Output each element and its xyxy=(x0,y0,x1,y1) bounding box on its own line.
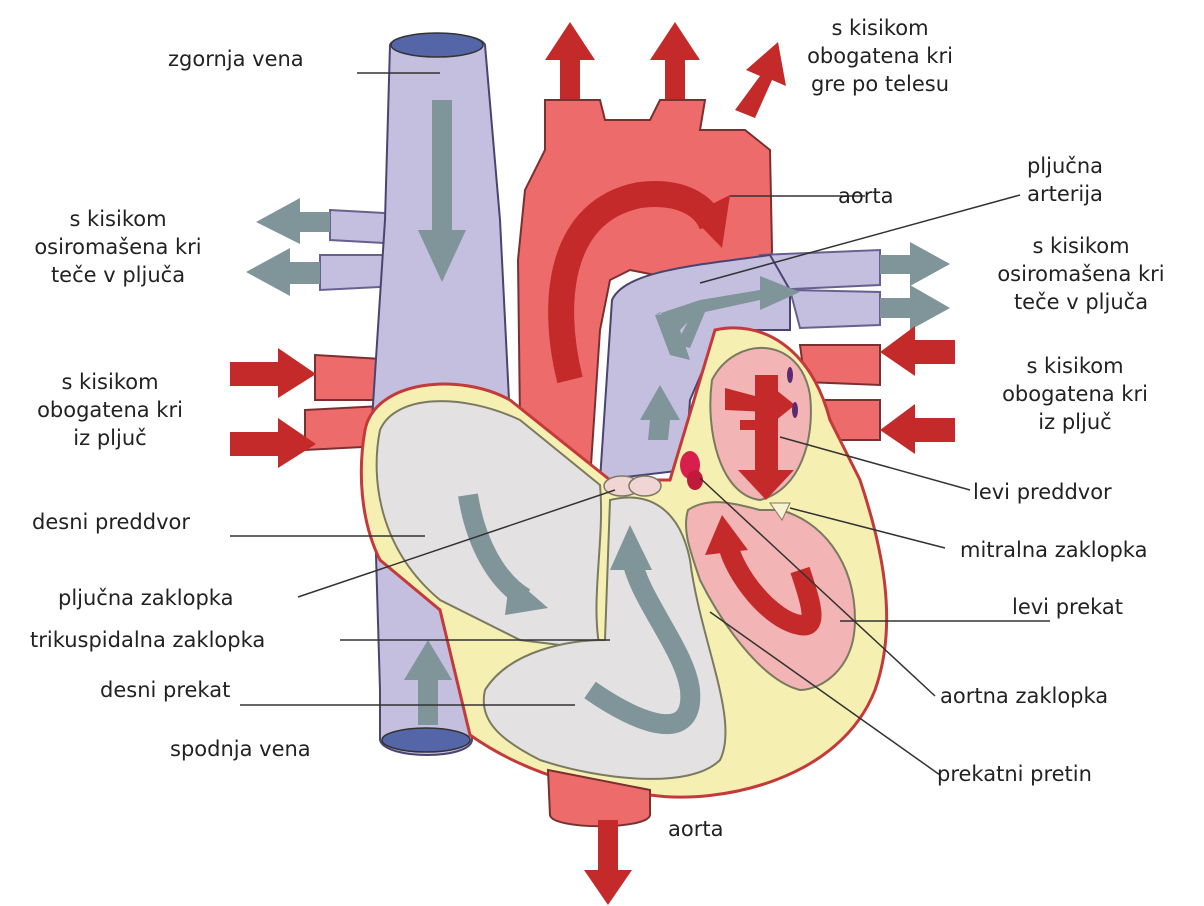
label-right-atrium: desni preddvor xyxy=(32,508,190,536)
label-mitral-valve: mitralna zaklopka xyxy=(960,536,1147,564)
label-oxy-from-lungs-right-line1: s kisikom xyxy=(975,352,1175,380)
label-inferior-vena: spodnja vena xyxy=(170,735,311,763)
label-oxy-from-lungs-left-line1: s kisikom xyxy=(10,368,210,396)
label-deoxy-lungs-right-line2: osiromašena kri xyxy=(968,260,1194,288)
label-oxy-from-lungs-right-line3: iz pljuč xyxy=(975,408,1175,436)
label-deoxy-lungs-right-line3: teče v pljuča xyxy=(968,288,1194,316)
label-oxygenated-body-line3: gre po telesu xyxy=(780,70,980,98)
label-deoxy-lungs-left-line3: teče v pljuča xyxy=(8,261,228,289)
label-left-ventricle: levi prekat xyxy=(1012,593,1123,621)
label-oxygenated-body-line1: s kisikom xyxy=(780,14,980,42)
label-tricuspid-valve: trikuspidalna zaklopka xyxy=(30,626,265,654)
label-oxygenated-body: s kisikom obogatena kri gre po telesu xyxy=(780,14,980,98)
label-superior-vena: zgornja vena xyxy=(168,45,304,73)
superior-vena-cap xyxy=(391,33,483,57)
inferior-vena-cap xyxy=(382,728,470,752)
label-aortic-valve: aortna zaklopka xyxy=(940,682,1108,710)
label-oxy-from-lungs-right: s kisikom obogatena kri iz pljuč xyxy=(975,352,1175,436)
label-septum: prekatni pretin xyxy=(937,760,1092,788)
label-right-ventricle: desni prekat xyxy=(100,676,230,704)
label-pulmonary-artery-line2: arterija xyxy=(1000,180,1130,208)
label-deoxy-lungs-left-line1: s kisikom xyxy=(8,205,228,233)
label-oxy-from-lungs-left: s kisikom obogatena kri iz pljuč xyxy=(10,368,210,452)
label-pulmonary-artery: pljučna arterija xyxy=(1000,152,1130,208)
aorta-descending-arrow xyxy=(584,820,632,905)
label-oxy-from-lungs-left-line2: obogatena kri xyxy=(10,396,210,424)
label-oxy-from-lungs-left-line3: iz pljuč xyxy=(10,424,210,452)
label-aorta-top: aorta xyxy=(838,182,893,210)
label-pulmonary-artery-line1: pljučna xyxy=(1000,152,1130,180)
label-left-atrium: levi preddvor xyxy=(973,478,1112,506)
label-aorta-bottom: aorta xyxy=(668,815,723,843)
label-oxy-from-lungs-right-line2: obogatena kri xyxy=(975,380,1175,408)
label-deoxy-lungs-left-line2: osiromašena kri xyxy=(8,233,228,261)
label-pulmonary-valve: pljučna zaklopka xyxy=(58,584,233,612)
label-deoxy-lungs-right: s kisikom osiromašena kri teče v pljuča xyxy=(968,232,1194,316)
label-oxygenated-body-line2: obogatena kri xyxy=(780,42,980,70)
label-deoxy-lungs-left: s kisikom osiromašena kri teče v pljuča xyxy=(8,205,228,289)
label-deoxy-lungs-right-line1: s kisikom xyxy=(968,232,1194,260)
pulmonary-valve xyxy=(604,476,661,496)
